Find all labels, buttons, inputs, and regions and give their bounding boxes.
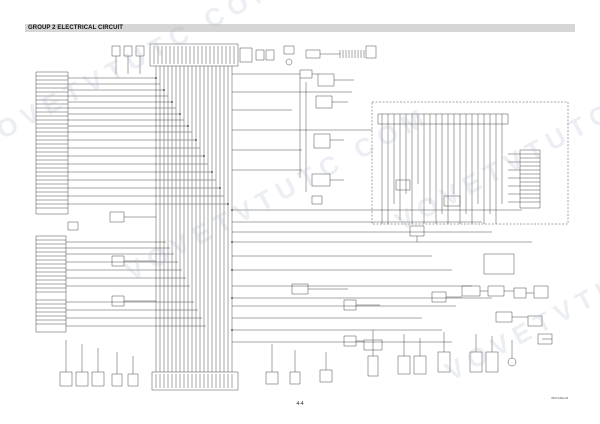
top-connector-pins <box>153 46 235 64</box>
top-connector-block <box>149 43 239 67</box>
drawing-code: 3907A4EL04 <box>551 396 569 400</box>
section-title-bar: GROUP 2 ELECTRICAL CIRCUIT <box>25 24 575 32</box>
left-controller-connector-upper <box>35 71 69 215</box>
bottom-connector-block <box>151 371 239 391</box>
wire-junctions <box>155 77 233 331</box>
page-number: 4-4 <box>296 401 304 407</box>
right-lower-components <box>431 253 553 345</box>
top-left-relays <box>111 45 145 74</box>
left-controller-pins-upper <box>36 75 68 209</box>
right-controller-top-pins <box>381 114 503 124</box>
right-controller-inner-parts <box>395 179 461 207</box>
right-controller-enclosure <box>371 101 569 225</box>
bottom-sensor-row <box>59 330 517 387</box>
right-controller-top-connector <box>377 113 509 125</box>
mid-left-components <box>67 211 156 307</box>
section-title: GROUP 2 ELECTRICAL CIRCUIT <box>28 25 124 31</box>
right-controller-internal-wires <box>381 124 520 224</box>
right-controller-side-connector <box>519 149 541 209</box>
left-controller-pins-lower <box>36 239 66 325</box>
center-components <box>299 69 354 205</box>
main-vertical-trunk <box>155 66 233 372</box>
mid-right-components <box>291 225 425 351</box>
top-right-components <box>239 45 377 66</box>
bottom-connector-pins <box>155 374 233 388</box>
right-controller-side-pins <box>520 153 540 203</box>
left-harness-wires <box>66 77 228 327</box>
